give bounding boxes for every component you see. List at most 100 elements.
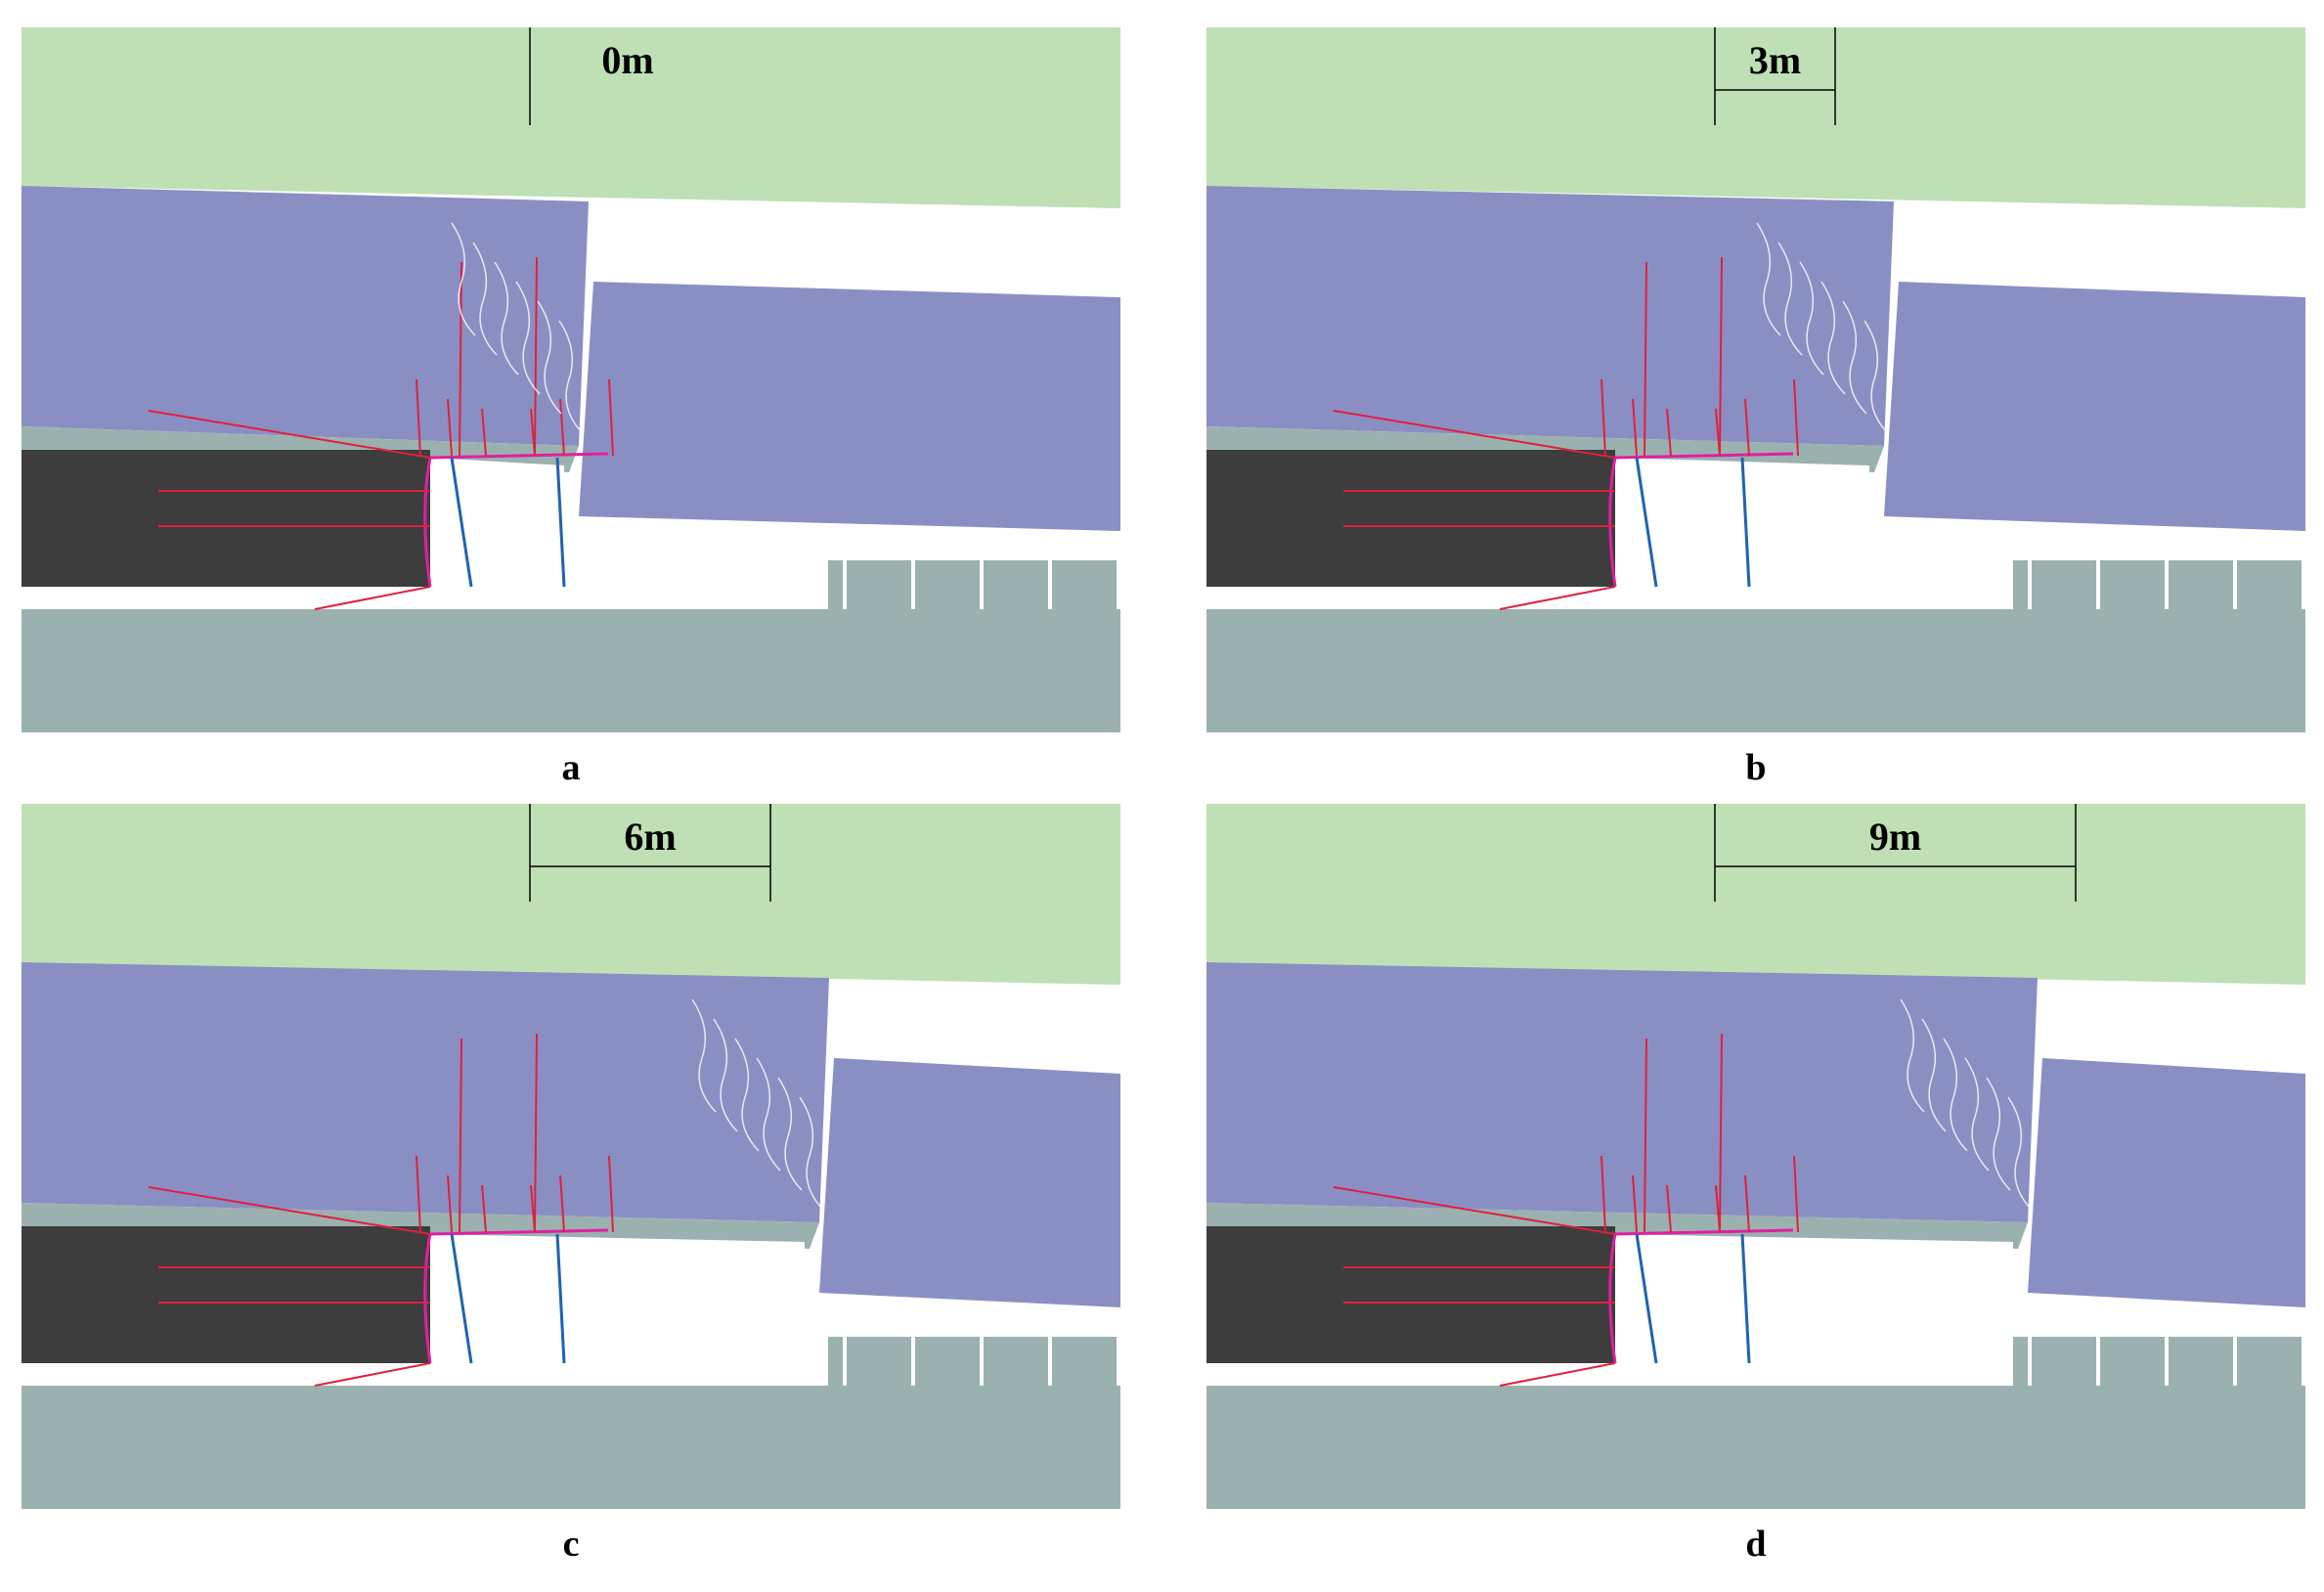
roof-fracture	[1943, 1038, 1968, 1152]
roof-fracture	[799, 1096, 824, 1211]
roof-bolt	[1632, 1174, 1638, 1233]
panel-c-drawing	[22, 804, 1120, 1509]
support-leg	[1635, 457, 1658, 588]
roof-fracture	[2007, 1096, 2033, 1211]
roadway-opening	[1615, 458, 1869, 587]
overburden-stratum	[1206, 27, 2305, 208]
panel-d-drawing	[1206, 804, 2305, 1509]
roof-fracture	[1756, 222, 1781, 336]
panel-a-label: a	[561, 747, 581, 788]
roof-fracture	[1964, 1057, 1990, 1172]
roof-fracture	[451, 222, 476, 336]
roof-fracture	[1921, 1018, 1947, 1132]
support-leg	[555, 457, 566, 588]
roof-fracture	[515, 281, 541, 395]
panel-b-distance-label: 3m	[1748, 38, 1802, 82]
support-leg	[450, 1233, 473, 1364]
roadway-contour	[1608, 1228, 1794, 1364]
panel-b: 3m b	[1206, 27, 2305, 788]
floor-corner-bolt	[314, 586, 431, 610]
panel-c: 6m c	[22, 804, 1120, 1565]
roof-bolt	[1600, 1155, 1606, 1233]
gob-rubble	[2013, 560, 2305, 614]
floor-stratum	[22, 609, 1120, 732]
main-roof-block	[1206, 186, 1894, 446]
roof-bolt	[1744, 398, 1750, 457]
support-leg	[1740, 457, 1751, 588]
gob-gap	[2096, 560, 2100, 609]
corner-bolt	[1333, 410, 1616, 459]
gob-gap	[1117, 1337, 1120, 1386]
roof-fracture	[537, 300, 562, 415]
roof-cable	[1644, 1038, 1647, 1233]
roof-cable	[534, 256, 538, 457]
roof-fracture	[777, 1077, 803, 1191]
floor-stratum	[22, 1386, 1120, 1509]
roof-fracture	[558, 320, 584, 434]
panel-c-distance-label: 6m	[624, 815, 677, 859]
gob-gap	[2165, 560, 2169, 609]
gob-gap	[911, 1337, 915, 1386]
support-leg	[555, 1233, 566, 1364]
roof-bolt	[1666, 408, 1672, 457]
roof-bolt	[1744, 1174, 1750, 1233]
floor-stratum	[1206, 1386, 2305, 1509]
panel-d-distance-label: 9m	[1868, 815, 1922, 859]
support-leg	[1740, 1233, 1751, 1364]
corner-bolt	[148, 410, 431, 459]
main-roof-block	[22, 962, 829, 1222]
roadway-opening	[430, 458, 564, 587]
gob-rubble	[828, 1337, 1120, 1391]
roadway-contour	[1608, 452, 1794, 588]
main-roof-broken-block	[1884, 282, 2305, 531]
roof-bolt	[1793, 1155, 1799, 1233]
gob-gap	[2302, 1337, 2305, 1386]
roof-cable	[1719, 1033, 1723, 1233]
gob-gap	[2028, 560, 2032, 609]
roof-bolt	[559, 398, 565, 457]
roof-bolt	[608, 378, 614, 457]
panel-d-label: d	[1745, 1524, 1767, 1565]
roof-bolt	[447, 1174, 453, 1233]
gob-rubble	[828, 560, 1120, 614]
main-roof-broken-block	[579, 282, 1120, 531]
roadway-opening	[1615, 1234, 2013, 1363]
roof-cable	[1719, 256, 1723, 457]
roof-cable	[459, 261, 462, 457]
gob-gap	[1048, 1337, 1052, 1386]
gob-gap	[1048, 560, 1052, 609]
gob-gap	[2233, 560, 2237, 609]
roof-fracture	[1842, 300, 1867, 415]
roof-bolt	[416, 378, 421, 457]
roof-fracture	[1777, 242, 1803, 356]
roof-fracture	[1864, 320, 1889, 434]
gob-gap	[980, 1337, 984, 1386]
gob-gap	[843, 560, 847, 609]
panel-b-drawing	[1206, 27, 2305, 732]
floor-corner-bolt	[314, 1362, 431, 1387]
overburden-stratum	[1206, 804, 2305, 985]
roof-bolt	[1793, 378, 1799, 457]
panel-c-label: c	[562, 1524, 580, 1565]
gob-rubble	[2013, 1337, 2305, 1391]
roof-fracture	[1900, 998, 1925, 1113]
panel-a-distance-label: 0m	[601, 38, 654, 82]
roof-bolt	[1632, 398, 1638, 457]
gob-gap	[2302, 560, 2305, 609]
roof-fracture	[713, 1018, 738, 1132]
roof-bolt	[608, 1155, 614, 1233]
support-leg	[1635, 1233, 1658, 1364]
main-roof-broken-block	[2028, 1058, 2305, 1307]
main-roof-broken-block	[819, 1058, 1120, 1307]
roof-fracture	[691, 998, 717, 1113]
roof-fracture	[1799, 261, 1824, 376]
roof-bolt	[416, 1155, 421, 1233]
panel-a: 0m a	[22, 27, 1120, 788]
gob-gap	[2233, 1337, 2237, 1386]
roof-fracture	[1986, 1077, 2011, 1191]
roadway-contour	[423, 1228, 609, 1364]
corner-bolt	[148, 1186, 431, 1235]
gob-gap	[980, 560, 984, 609]
gob-gap	[911, 560, 915, 609]
corner-bolt	[1333, 1186, 1616, 1235]
